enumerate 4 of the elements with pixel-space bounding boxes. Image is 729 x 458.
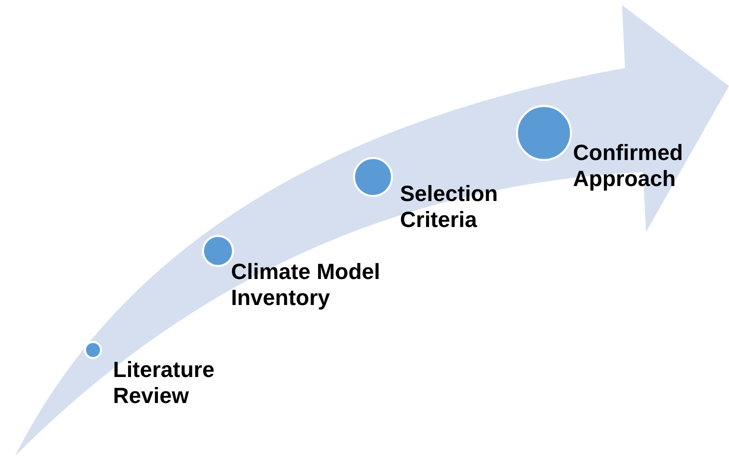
step-label: Climate Model Inventory xyxy=(231,259,382,311)
step-label: Selection Criteria xyxy=(400,181,499,233)
step-label: Confirmed Approach xyxy=(573,140,684,192)
step-label: Literature Review xyxy=(113,357,216,409)
